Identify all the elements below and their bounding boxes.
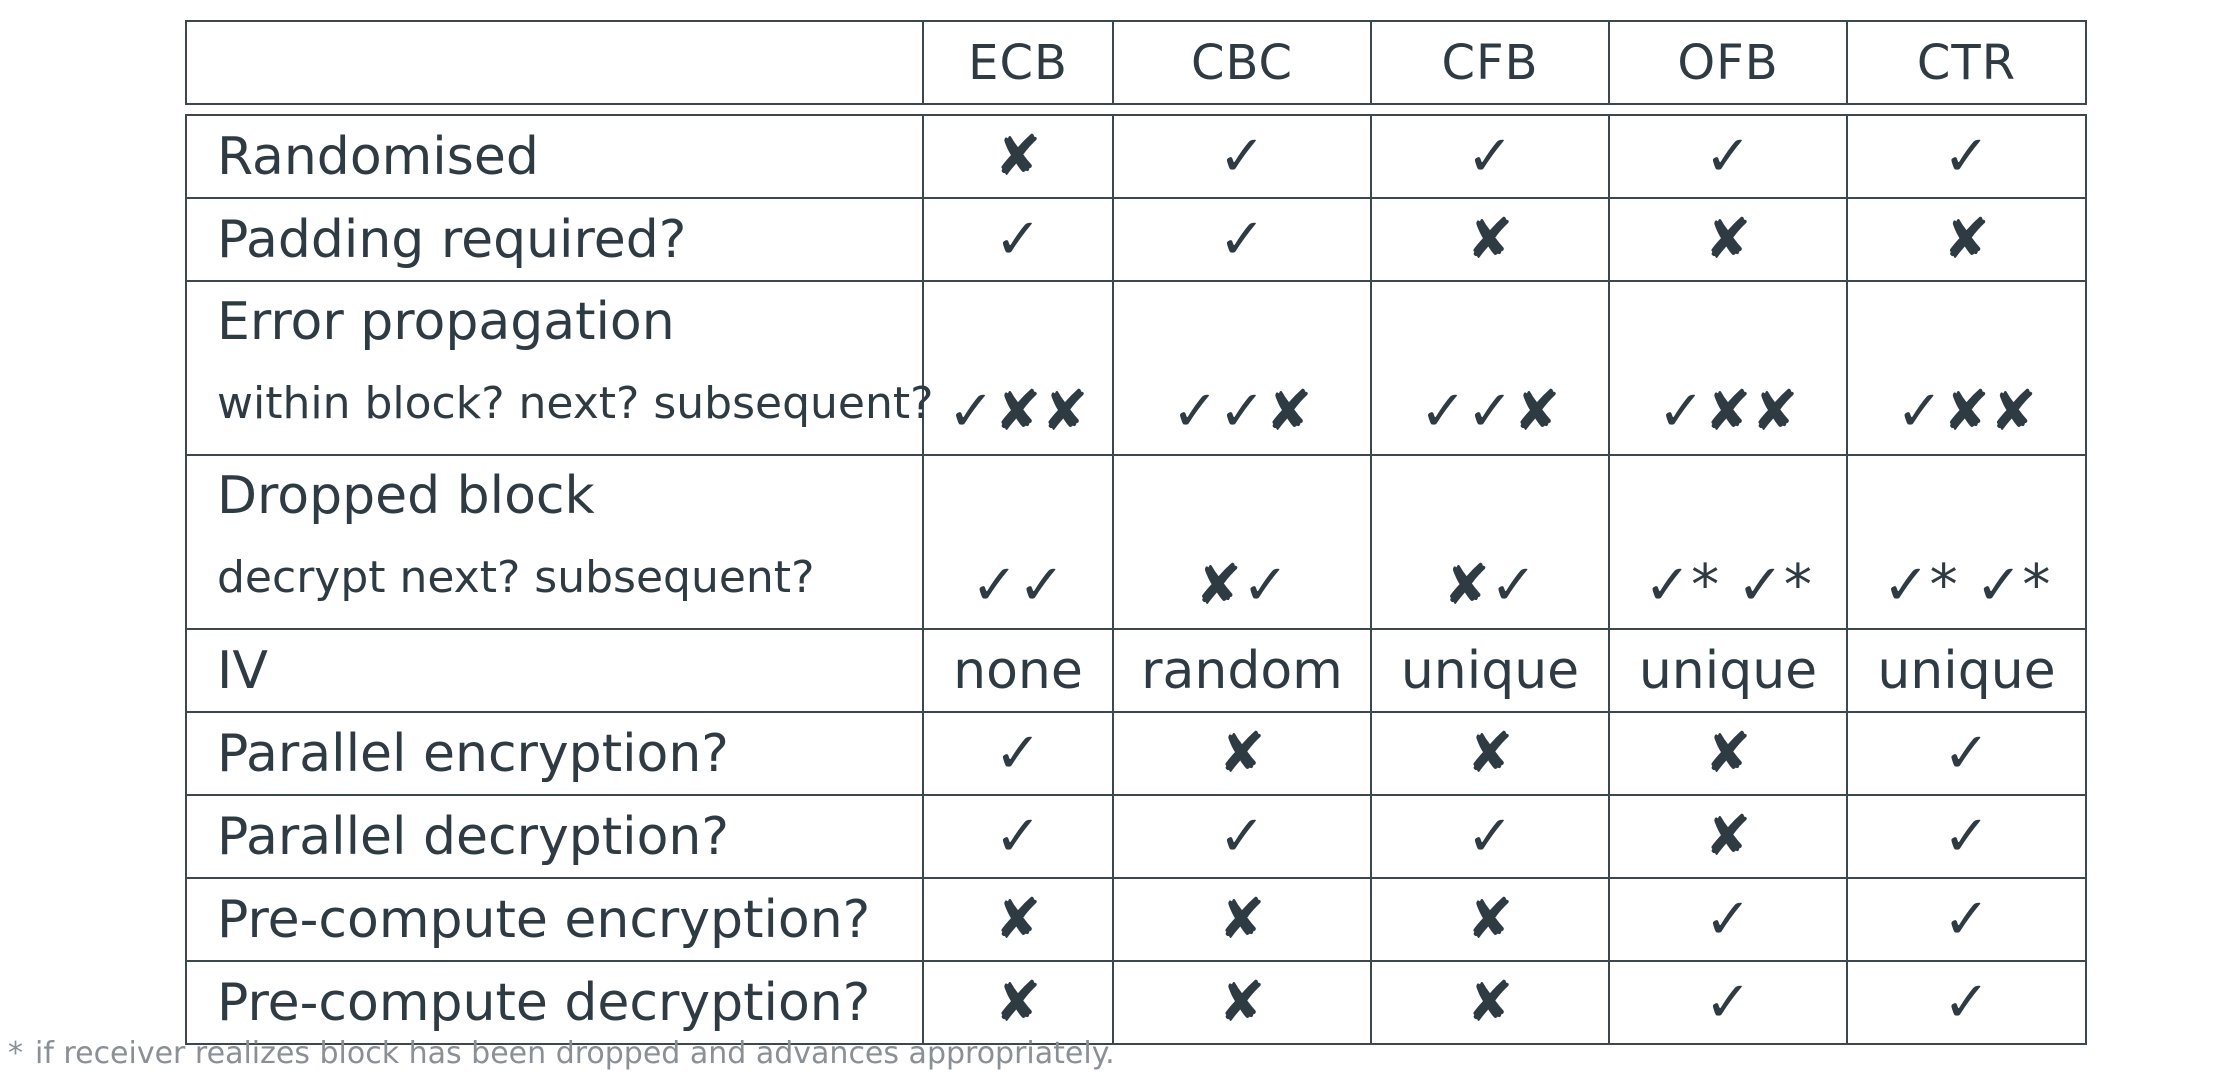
- cell-cfb: ✘: [1370, 711, 1610, 796]
- cell-ecb: ✘: [922, 960, 1114, 1045]
- row-label: IV: [185, 628, 924, 713]
- cell-ofb: ✓: [1608, 877, 1848, 962]
- header-corner: [185, 20, 924, 105]
- cell-ctr: ✓: [1846, 711, 2087, 796]
- cell-cfb: ✘: [1370, 877, 1610, 962]
- cell-cfb: ✘: [1370, 197, 1610, 282]
- cell-ecb: ✓✘✘: [922, 280, 1114, 456]
- spacer-cell: [186, 104, 2086, 115]
- cell-ecb: ✓: [922, 794, 1114, 879]
- row-label: Error propagation within block? next? su…: [185, 280, 934, 456]
- footnote: * if receiver realizes block has been dro…: [8, 1036, 1115, 1071]
- cell-cfb: ✘✓: [1370, 454, 1610, 630]
- row-label: Padding required?: [185, 197, 924, 282]
- cell-cbc: ✓: [1112, 197, 1372, 282]
- table-row-precompute-decryption: Pre-compute decryption? ✘ ✘ ✘ ✓ ✓: [185, 960, 2087, 1045]
- cell-ctr: ✓: [1846, 794, 2087, 879]
- cell-ofb: ✘: [1608, 711, 1848, 796]
- cell-ecb: ✘: [922, 877, 1114, 962]
- row-label-sub: decrypt next? subsequent?: [217, 552, 815, 603]
- table-row-iv: IV none random unique unique unique: [185, 628, 2087, 713]
- header-ecb: ECB: [922, 20, 1114, 105]
- cell-cfb: unique: [1370, 628, 1610, 713]
- cell-ctr: ✓✘✘: [1846, 280, 2087, 456]
- table-row-dropped-block: Dropped block decrypt next? subsequent? …: [185, 454, 2087, 630]
- row-label: Dropped block decrypt next? subsequent?: [185, 454, 924, 630]
- cell-ofb: ✓: [1608, 960, 1848, 1045]
- cell-cbc: ✘: [1112, 960, 1372, 1045]
- cell-ctr: ✓: [1846, 114, 2087, 199]
- cell-ctr: ✘: [1846, 197, 2087, 282]
- cell-cbc: ✘: [1112, 711, 1372, 796]
- cell-ecb: ✘: [922, 114, 1114, 199]
- header-cfb: CFB: [1370, 20, 1610, 105]
- row-label-main: Dropped block: [217, 466, 595, 526]
- cell-ofb: ✓* ✓*: [1608, 454, 1848, 630]
- row-label: Pre-compute encryption?: [185, 877, 924, 962]
- row-label: Pre-compute decryption?: [185, 960, 924, 1045]
- cell-ofb: ✘: [1608, 197, 1848, 282]
- header-row: ECB CBC CFB OFB CTR: [185, 20, 2087, 105]
- cell-cbc: random: [1112, 628, 1372, 713]
- cell-ofb: ✓✘✘: [1608, 280, 1848, 456]
- table-row-precompute-encryption: Pre-compute encryption? ✘ ✘ ✘ ✓ ✓: [185, 877, 2087, 962]
- header-ctr: CTR: [1846, 20, 2087, 105]
- cell-cfb: ✓: [1370, 794, 1610, 879]
- footnote-text: if receiver realizes block has been drop…: [35, 1036, 1115, 1071]
- row-label: Parallel encryption?: [185, 711, 924, 796]
- table-row-parallel-encryption: Parallel encryption? ✓ ✘ ✘ ✘ ✓: [185, 711, 2087, 796]
- cell-ecb: none: [922, 628, 1114, 713]
- cell-ctr: ✓: [1846, 877, 2087, 962]
- cell-cfb: ✓✓✘: [1370, 280, 1610, 456]
- cell-cbc: ✓: [1112, 794, 1372, 879]
- cell-ctr: ✓* ✓*: [1846, 454, 2087, 630]
- cell-cbc: ✘✓: [1112, 454, 1372, 630]
- row-label-main: Error propagation: [217, 292, 675, 352]
- block-cipher-modes-table: ECB CBC CFB OFB CTR Randomised ✘ ✓ ✓ ✓ ✓: [185, 20, 2087, 1045]
- row-label-sub: within block? next? subsequent?: [217, 378, 934, 429]
- row-label: Parallel decryption?: [185, 794, 924, 879]
- header-ofb: OFB: [1608, 20, 1848, 105]
- row-label: Randomised: [185, 114, 924, 199]
- cell-cfb: ✓: [1370, 114, 1610, 199]
- cell-ctr: unique: [1846, 628, 2087, 713]
- cell-ofb: ✓: [1608, 114, 1848, 199]
- table-row-randomised: Randomised ✘ ✓ ✓ ✓ ✓: [185, 114, 2087, 199]
- table-row-parallel-decryption: Parallel decryption? ✓ ✓ ✓ ✘ ✓: [185, 794, 2087, 879]
- cell-ctr: ✓: [1846, 960, 2087, 1045]
- cell-cfb: ✘: [1370, 960, 1610, 1045]
- cell-ecb: ✓: [922, 197, 1114, 282]
- table-row-padding: Padding required? ✓ ✓ ✘ ✘ ✘: [185, 197, 2087, 282]
- cell-ofb: unique: [1608, 628, 1848, 713]
- cell-ecb: ✓: [922, 711, 1114, 796]
- table-row-error-propagation: Error propagation within block? next? su…: [185, 280, 2087, 456]
- header-cbc: CBC: [1112, 20, 1372, 105]
- cell-cbc: ✓✓✘: [1112, 280, 1372, 456]
- comparison-table-container: ECB CBC CFB OFB CTR Randomised ✘ ✓ ✓ ✓ ✓: [185, 20, 2087, 1045]
- footnote-marker: *: [8, 1036, 23, 1071]
- cell-cbc: ✓: [1112, 114, 1372, 199]
- cell-cbc: ✘: [1112, 877, 1372, 962]
- header-spacer: [186, 104, 2086, 115]
- cell-ofb: ✘: [1608, 794, 1848, 879]
- cell-ecb: ✓✓: [922, 454, 1114, 630]
